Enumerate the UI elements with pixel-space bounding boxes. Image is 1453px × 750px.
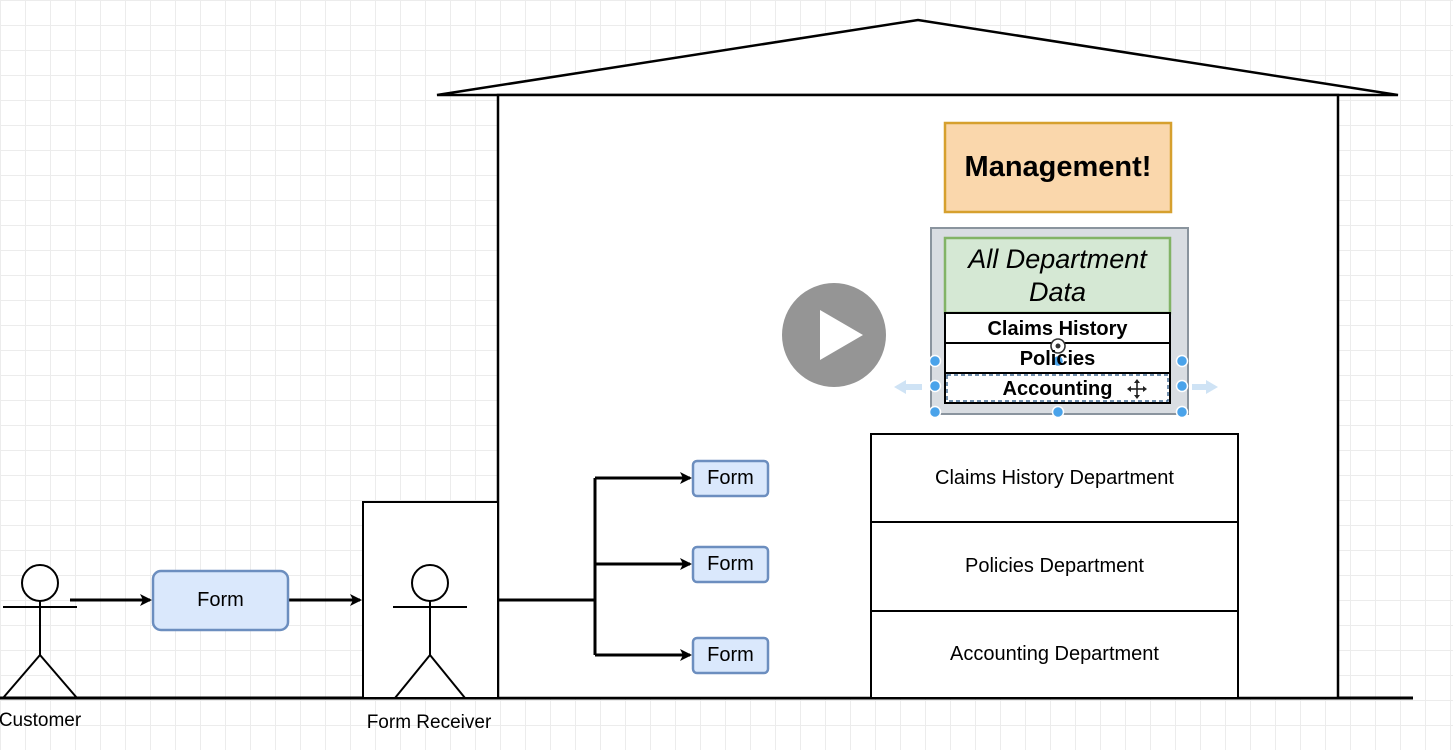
customer-label: Customer: [0, 710, 82, 731]
customer-actor[interactable]: [2, 564, 78, 699]
department-label: Accounting Department: [949, 643, 1159, 665]
department-box-policies[interactable]: [870, 521, 1239, 612]
form-box-bottom[interactable]: [691, 636, 770, 675]
move-icon: [1127, 379, 1147, 399]
data-table-header-label: All Department Data: [968, 243, 1147, 307]
department-label: Claims History Department: [935, 466, 1174, 489]
form-box-middle[interactable]: [691, 545, 770, 584]
form-receiver-label: Form Receiver: [366, 712, 492, 733]
form-box-top[interactable]: [691, 459, 770, 498]
form-receiver-actor[interactable]: [393, 564, 467, 699]
data-table-row-1[interactable]: [944, 312, 1171, 344]
form-label: Form: [707, 467, 754, 489]
department-label: Policies Department: [965, 555, 1144, 577]
data-table-row-label: Accounting: [1002, 377, 1113, 400]
data-table-row-label: Policies: [1019, 347, 1096, 370]
management-label: Management!: [964, 151, 1152, 183]
form-label: Form: [707, 644, 754, 666]
resize-arrow-right-icon[interactable]: [1192, 380, 1218, 394]
selection-handles[interactable]: [928, 354, 1189, 419]
house-roof[interactable]: [436, 18, 1399, 97]
management-box[interactable]: [943, 121, 1173, 214]
customer-form-box[interactable]: [151, 569, 290, 632]
distribution-connector[interactable]: [498, 478, 597, 655]
resize-arrow-left-icon[interactable]: [894, 380, 922, 394]
selected-row-outline: [946, 374, 1169, 402]
rotate-icon[interactable]: [1050, 338, 1066, 354]
play-icon[interactable]: [782, 283, 886, 387]
department-box-accounting[interactable]: [870, 610, 1239, 699]
data-table-row-3[interactable]: [944, 372, 1171, 404]
data-table-row-label: Claims History: [987, 317, 1128, 340]
form-label: Form: [197, 589, 244, 611]
department-box-claims[interactable]: [870, 433, 1239, 523]
form-label: Form: [707, 553, 754, 575]
